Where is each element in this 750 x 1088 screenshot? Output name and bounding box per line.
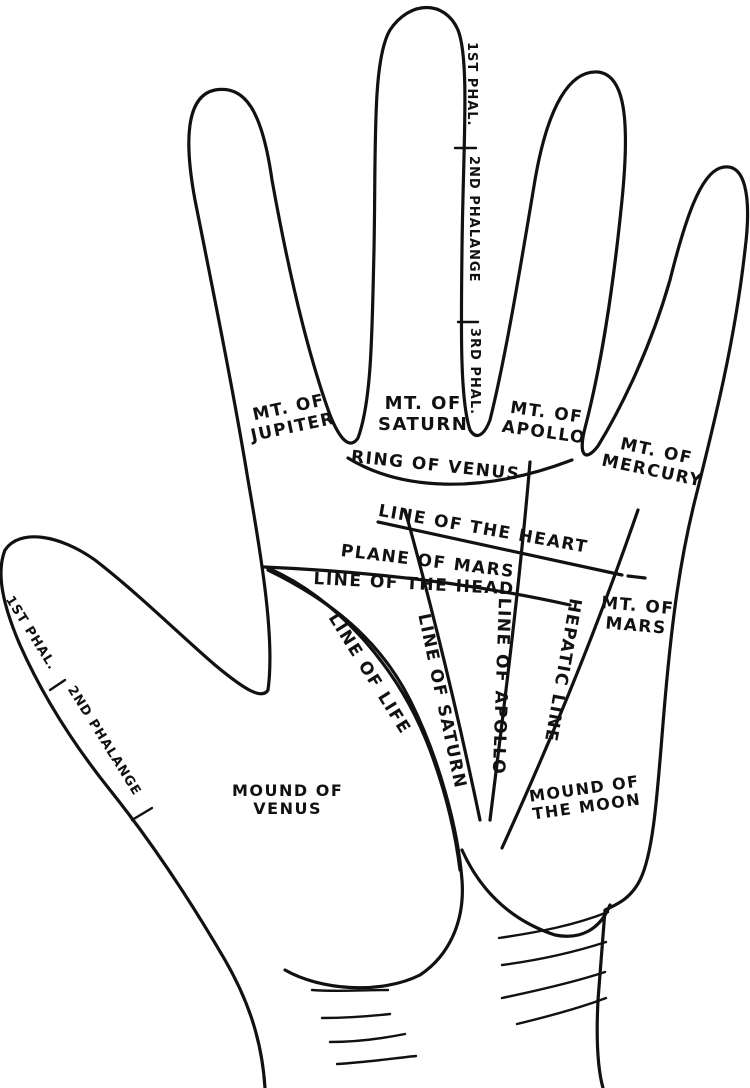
wrist-crease-right-3 [500,970,607,1000]
wrist-crease-right-1 [497,910,610,940]
head-line [262,565,572,607]
hand-outline [0,6,750,1088]
middle-finger-2nd-phalanx-label: 2ND PHALANGE [466,156,481,283]
ring-of-venus-line [346,456,574,486]
thumb-phalange-tick-2 [130,806,154,822]
heart-line [376,520,624,577]
wrist-crease-right-2 [500,940,608,967]
mount-of-mars-label: MT. OF MARS [600,593,676,639]
wrist-crease-right-4 [515,996,608,1026]
palm-base-curve [460,848,612,938]
wrist-crease-left-3 [328,1032,407,1044]
saturn-line [403,508,482,822]
wrist-crease-left-1 [310,988,390,993]
life-line [266,566,462,872]
wrist-crease-left-2 [320,1012,392,1020]
mound-of-venus-label: MOUND OF VENUS [232,781,344,819]
apollo-line [488,460,532,822]
hepatic-line [500,508,640,850]
heart-line-tail [626,574,647,580]
wrist-crease-left-4 [335,1054,418,1066]
thumb-phalange-tick-1 [48,678,67,692]
middle-finger-1st-phalanx-label: 1ST PHAL. [464,42,479,127]
mount-of-saturn-label: MT. OF SATURN [378,393,469,435]
